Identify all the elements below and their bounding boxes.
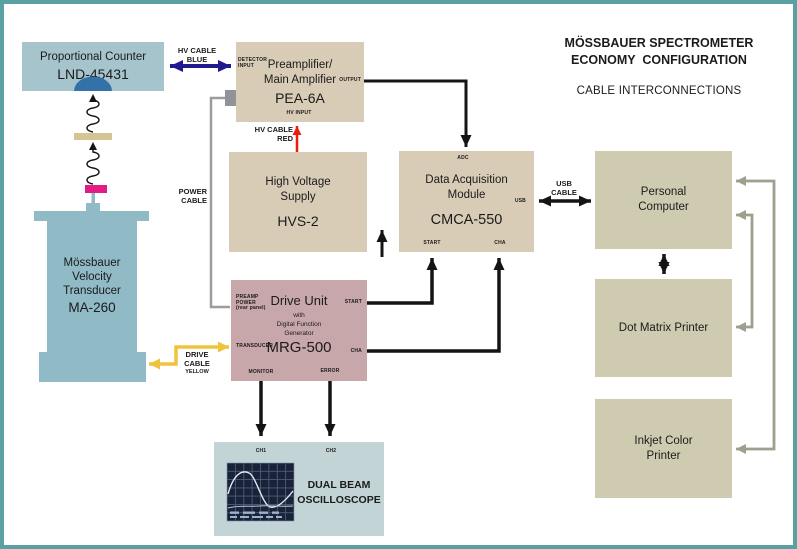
high-voltage-supply-model: HVS-2 — [277, 212, 319, 229]
pc-inkjet-cable-line — [736, 176, 776, 454]
label-usb-cable: USB CABLE — [551, 179, 577, 197]
preamplifier-title: Preamplifier/ Main Amplifier — [263, 58, 337, 86]
port-usb: USB — [514, 198, 526, 204]
oscilloscope-title: DUAL BEAM OSCILLOSCOPE — [297, 479, 381, 506]
port-detector-input: DETECTOR INPUT — [238, 57, 268, 69]
port-ch2: CH2 — [325, 448, 337, 454]
port-ch1: CH1 — [255, 448, 267, 454]
transducer-bottom-flange — [39, 352, 146, 382]
label-drive-cable-line2: CABLE — [184, 358, 210, 368]
start-line — [367, 258, 438, 305]
preamplifier-model: PEA-6A — [275, 89, 325, 106]
gamma-path-icon — [74, 94, 112, 212]
inkjet-printer-box: Inkjet Color Printer — [595, 399, 732, 498]
preamplifier-box: Preamplifier/ Main Amplifier PEA-6A — [236, 42, 364, 122]
data-acquisition-title: Data Acquisition Module — [425, 174, 508, 202]
drive-unit-model: MRG-500 — [266, 338, 332, 356]
pc-dotmatrix-cable-line — [736, 210, 754, 332]
port-cmca-start: START — [423, 240, 441, 246]
drive-unit-title: Drive Unit — [270, 293, 328, 308]
cha-line — [367, 258, 505, 353]
absorber-bar — [74, 133, 112, 140]
data-acquisition-box: Data Acquisition Module CMCA-550 — [399, 151, 534, 252]
port-drive-start: START — [344, 299, 362, 305]
port-hv-input: HV INPUT — [286, 110, 312, 116]
dot-matrix-printer-title: Dot Matrix Printer — [618, 321, 709, 334]
label-hv-cable-blue: HV CABLE BLUE — [177, 46, 217, 64]
label-drive-cable: DRIVE CABLE YELLOW — [176, 350, 218, 377]
diagram-title-line2: ECONOMY CONFIGURATION — [571, 53, 747, 67]
proportional-counter-model: LND-45431 — [57, 65, 129, 82]
high-voltage-supply-box: High Voltage Supply HVS-2 — [229, 152, 367, 252]
port-error: ERROR — [320, 368, 340, 374]
port-drive-cha: CHA — [350, 348, 362, 354]
port-transducer: TRANSDUCER — [236, 343, 273, 349]
drive-unit-subtitle: with Digital Function Generator — [276, 311, 322, 337]
proportional-counter-title: Proportional Counter — [39, 50, 147, 63]
label-power-cable: POWER CABLE — [178, 187, 207, 205]
label-drive-cable-line3: YELLOW — [185, 369, 209, 375]
port-cmca-cha: CHA — [494, 240, 506, 246]
label-hv-cable-red: HV CABLE RED — [254, 125, 293, 143]
port-adc: ADC — [457, 155, 469, 161]
velocity-transducer-model: MA-260 — [68, 300, 116, 316]
data-acquisition-model: CMCA-550 — [430, 212, 503, 229]
personal-computer-box: Personal Computer — [595, 151, 732, 249]
power-cable-line — [209, 96, 230, 309]
velocity-transducer-box: Mössbauer Velocity Transducer MA-260 — [47, 221, 137, 352]
diagram-title-line1: MÖSSBAUER SPECTROMETER — [564, 36, 754, 50]
power-connector — [225, 90, 236, 106]
drive-unit-box: Drive Unit with Digital Function Generat… — [231, 280, 367, 381]
source-holder — [85, 185, 107, 193]
port-preamp-power: PREAMP POWER (rear panel) — [236, 294, 266, 312]
port-monitor: MONITOR — [248, 369, 274, 375]
diagram-header: MÖSSBAUER SPECTROMETER ECONOMY CONFIGURA… — [544, 35, 774, 97]
transducer-top-flange — [34, 211, 149, 221]
high-voltage-supply-title: High Voltage Supply — [265, 175, 331, 203]
proportional-counter-box: Proportional Counter LND-45431 — [22, 42, 164, 91]
personal-computer-title: Personal Computer — [638, 186, 689, 213]
diagram-subtitle: CABLE INTERCONNECTIONS — [576, 85, 742, 97]
inkjet-printer-title: Inkjet Color Printer — [634, 434, 693, 462]
output-to-adc-line — [364, 79, 472, 147]
port-output: OUTPUT — [339, 77, 361, 83]
dot-matrix-printer-box: Dot Matrix Printer — [595, 279, 732, 377]
velocity-transducer-title: Mössbauer Velocity Transducer — [63, 257, 121, 298]
